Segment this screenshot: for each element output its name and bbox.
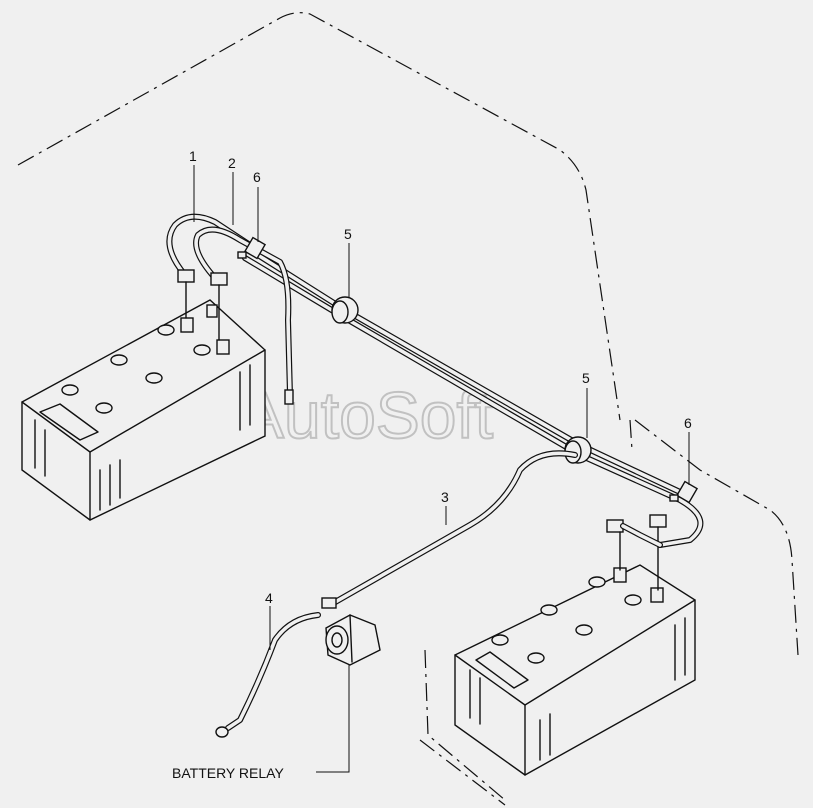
cable-4	[215, 612, 321, 738]
cable-3	[321, 450, 578, 609]
battery-relay	[325, 614, 381, 666]
cable-2	[193, 226, 294, 405]
callout-4: 4	[265, 590, 273, 606]
callout-1: 1	[189, 148, 197, 164]
watermark: AutoSoft	[240, 378, 493, 452]
left-battery-terminals	[180, 304, 230, 355]
cable-1	[166, 213, 253, 278]
vehicle-body-outline	[17, 12, 799, 806]
callout-5-lower: 5	[582, 370, 590, 386]
left-connectors	[177, 269, 228, 341]
grommet-lower	[564, 436, 592, 464]
right-battery-caps	[491, 576, 642, 664]
right-battery	[454, 564, 696, 776]
cable-2-terminal	[284, 389, 294, 405]
right-connectors	[606, 514, 667, 591]
left-battery	[21, 299, 266, 521]
callout-leaders	[193, 165, 690, 773]
callout-3: 3	[441, 489, 449, 505]
grommet-upper	[331, 296, 359, 324]
battery-relay-label: BATTERY RELAY	[172, 765, 284, 781]
cable-4-terminal	[215, 726, 229, 738]
callout-6-upper: 6	[253, 169, 261, 185]
clamp-lower	[669, 480, 699, 504]
clamp-upper	[237, 236, 267, 260]
callout-2: 2	[228, 155, 236, 171]
right-battery-terminals	[613, 567, 664, 603]
cable-3-terminal	[321, 597, 337, 609]
left-battery-caps	[61, 324, 211, 414]
callout-5-upper: 5	[344, 226, 352, 242]
callout-6-lower: 6	[684, 415, 692, 431]
main-battery-cable	[242, 247, 704, 548]
